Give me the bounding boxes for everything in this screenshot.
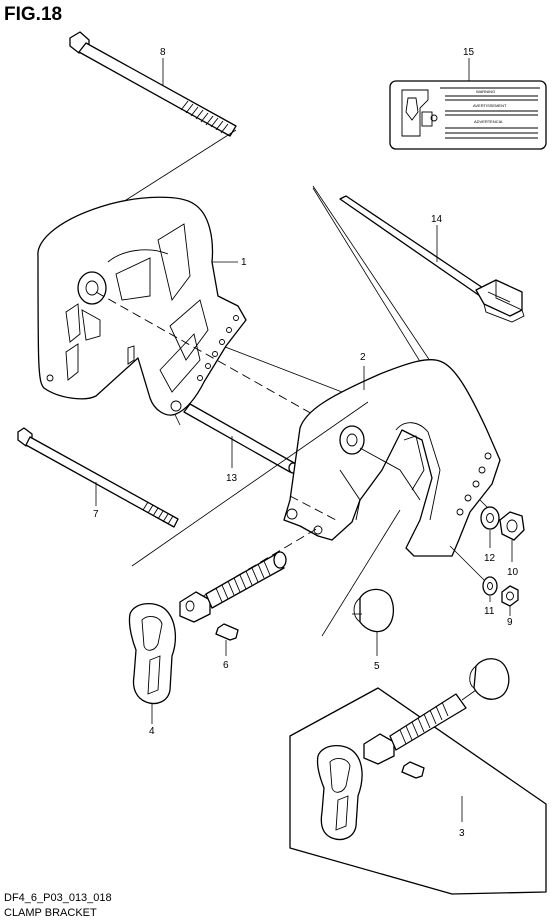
leader-lines — [95, 58, 513, 822]
shaft-centerline — [95, 291, 331, 425]
callout-13: 13 — [226, 473, 238, 484]
part-4-handle — [128, 603, 177, 705]
part-15-label-plate: WARNING AVERTISSEMENT ADVERTENCIA — [389, 80, 547, 150]
figure-title: FIG.18 — [4, 4, 62, 25]
callout-11: 11 — [484, 606, 495, 617]
plate-warning-en: WARNING — [476, 89, 495, 94]
part-9-nut — [501, 585, 519, 607]
callout-7: 7 — [93, 509, 99, 520]
part-2-clamp-bracket — [283, 359, 501, 557]
part-14-rod-clip — [339, 195, 525, 323]
callout-2: 2 — [360, 352, 366, 363]
part-6-pin — [215, 623, 239, 641]
part-5-swivel-pad — [352, 588, 395, 633]
part-10-nut — [499, 511, 525, 541]
part-7-bolt — [17, 427, 179, 528]
callout-15: 15 — [463, 47, 475, 58]
callout-12: 12 — [484, 553, 496, 564]
part-3-assembly-box — [289, 658, 547, 895]
callout-6: 6 — [223, 660, 229, 671]
callout-4: 4 — [149, 726, 155, 737]
part-8-bolt — [69, 31, 237, 137]
callout-8: 8 — [160, 47, 166, 58]
assembly-lines-lower — [131, 401, 501, 637]
plate-warning-fr: AVERTISSEMENT — [473, 103, 507, 108]
callouts: 1 2 3 4 5 6 7 8 9 10 11 12 13 14 15 — [93, 47, 519, 839]
callout-3: 3 — [459, 828, 465, 839]
callout-9: 9 — [507, 617, 513, 628]
callout-10: 10 — [507, 567, 519, 578]
part-12-washer — [480, 506, 500, 530]
callout-1: 1 — [241, 257, 247, 268]
clamp-screw — [179, 551, 287, 623]
figure-caption: CLAMP BRACKET — [4, 907, 97, 919]
part-11-washer — [482, 576, 498, 596]
part-1-clamp-bracket — [37, 196, 247, 416]
callout-14: 14 — [431, 214, 443, 225]
figure-code: DF4_6_P03_013_018 — [4, 892, 112, 904]
plate-warning-es: ADVERTENCIA — [474, 119, 503, 124]
callout-5: 5 — [374, 661, 380, 672]
